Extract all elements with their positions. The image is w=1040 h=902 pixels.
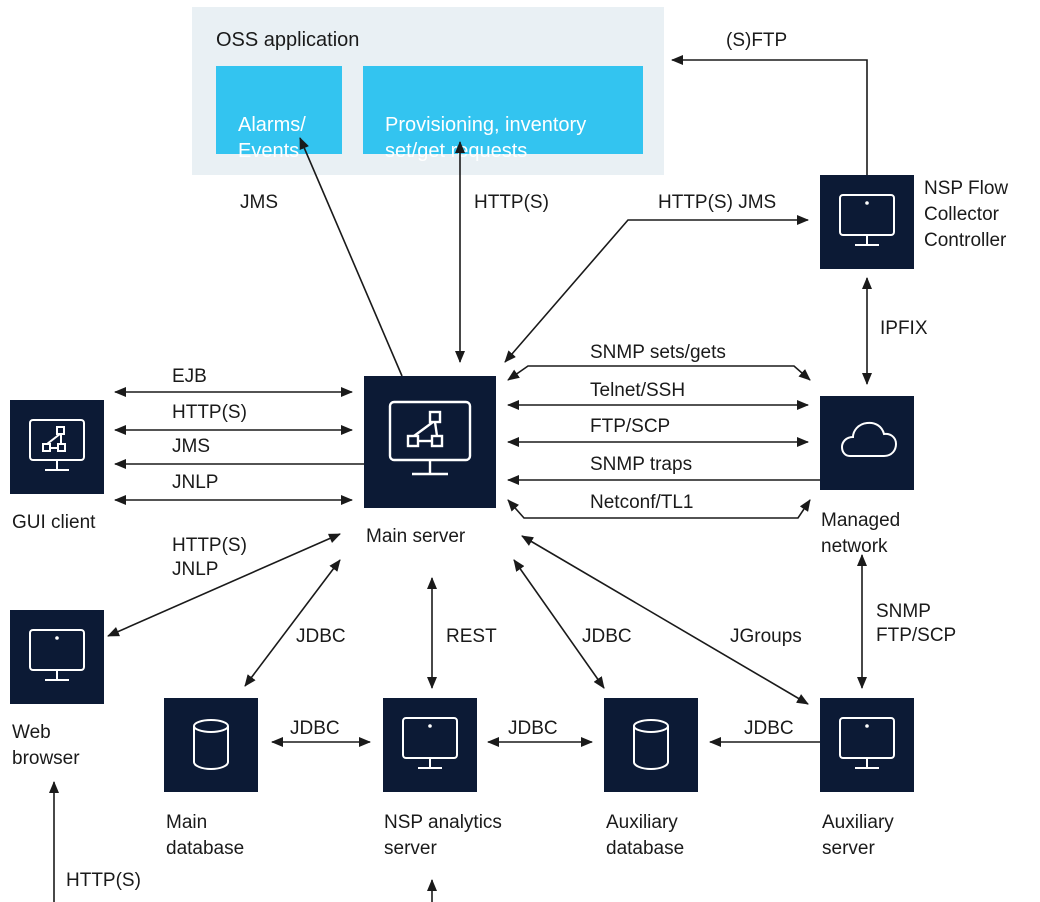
link-label-main-db-jdbc: JDBC: [296, 626, 346, 647]
link-snmp-sets: [507, 365, 811, 381]
main-server-label: Main server: [366, 526, 466, 547]
cloud-icon: [840, 421, 898, 457]
link-main-web-browser: [107, 533, 341, 637]
link-flow-collector-sftp: [671, 55, 868, 175]
analytics-server-label: NSP analytics server: [384, 812, 502, 859]
link-label-gui-jms: JMS: [172, 436, 210, 457]
link-label-gui-jnlp: JNLP: [172, 472, 219, 493]
managed-network-node: [820, 396, 914, 490]
link-label-jgroups: JGroups: [730, 626, 802, 647]
flow-collector-node: [820, 175, 914, 269]
link-main-to-alarms: [299, 137, 403, 377]
network-monitor-icon: [388, 400, 472, 476]
link-label-telnet: Telnet/SSH: [590, 380, 686, 401]
link-label-gui-ejb: EJB: [172, 366, 207, 387]
provisioning-box: Provisioning, inventory set/get requests: [363, 66, 643, 162]
main-database-node: [164, 698, 258, 792]
web-browser-label: Web browser: [12, 722, 80, 769]
auxiliary-server-node: [820, 698, 914, 792]
flow-collector-label: NSP Flow Collector Controller: [924, 178, 1009, 251]
oss-application-title: OSS application: [216, 29, 360, 51]
auxiliary-database-node: [604, 698, 698, 792]
monitor-icon: [29, 629, 85, 681]
link-label-ipfix: IPFIX: [880, 318, 928, 339]
auxiliary-database-label: Auxiliary database: [606, 812, 685, 859]
gui-client-label: GUI client: [12, 512, 96, 533]
link-main-auxiliary-server-jgroups: [521, 535, 809, 705]
link-label-ftp-scp: FTP/SCP: [590, 416, 671, 437]
link-label-analytics-aux-jdbc: JDBC: [508, 718, 558, 739]
link-label-snmp-ftp: SNMP FTP/SCP: [876, 601, 957, 646]
main-server-node: [364, 376, 496, 508]
link-netconf: [507, 499, 811, 519]
network-monitor-icon: [29, 419, 85, 471]
monitor-icon: [839, 194, 895, 246]
link-label-flow-http-jms: HTTP(S) JMS: [658, 192, 777, 213]
managed-network-label: Managed network: [821, 510, 901, 557]
link-main-auxiliary-database: [513, 559, 605, 689]
link-main-flow-collector: [504, 215, 809, 363]
provisioning-label: Provisioning, inventory set/get requests: [385, 114, 587, 162]
link-label-aux-db-jdbc: JDBC: [582, 626, 632, 647]
database-icon: [193, 719, 229, 771]
monitor-icon: [839, 717, 895, 769]
link-label-aux-server-jdbc: JDBC: [744, 718, 794, 739]
link-label-snmp-traps: SNMP traps: [590, 454, 693, 475]
link-label-gui-http: HTTP(S): [172, 402, 247, 423]
link-label-oss-jms: JMS: [240, 192, 278, 213]
alarms-events-box: Alarms/ Events: [216, 66, 342, 162]
database-icon: [633, 719, 669, 771]
link-label-snmp-sets: SNMP sets/gets: [590, 342, 726, 363]
main-database-label: Main database: [166, 812, 245, 859]
auxiliary-server-label: Auxiliary server: [822, 812, 894, 859]
gui-client-node: [10, 400, 104, 494]
link-label-analytics-main-jdbc: JDBC: [290, 718, 340, 739]
link-main-main-database: [244, 559, 341, 687]
link-label-browser-http: HTTP(S): [66, 870, 141, 891]
analytics-server-node: [383, 698, 477, 792]
web-browser-node: [10, 610, 104, 704]
link-label-web-http-jnlp: HTTP(S) JNLP: [172, 535, 247, 580]
alarms-events-label: Alarms/ Events: [238, 114, 306, 162]
link-label-netconf: Netconf/TL1: [590, 492, 694, 513]
link-label-oss-http: HTTP(S): [474, 192, 549, 213]
link-label-sftp: (S)FTP: [726, 30, 788, 51]
monitor-icon: [402, 717, 458, 769]
link-label-rest: REST: [446, 626, 497, 647]
